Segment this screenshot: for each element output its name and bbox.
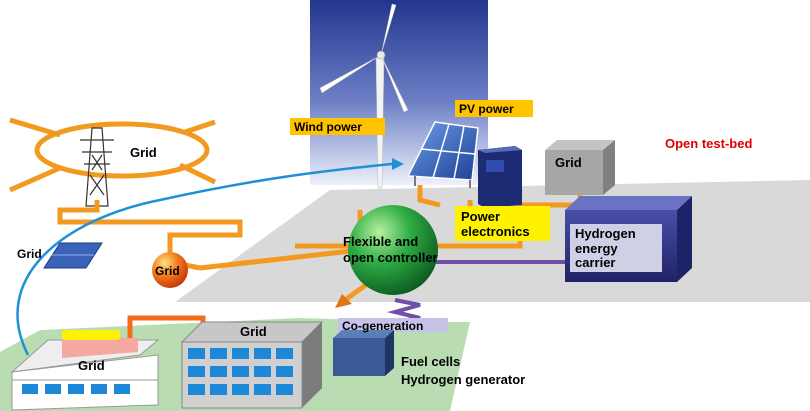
grid-cube-label: Grid	[555, 155, 582, 170]
wind-power-label-bg	[290, 118, 385, 135]
power-pylon-icon	[80, 127, 114, 207]
hydrogen-generator-label: Hydrogen generator	[401, 372, 525, 387]
controller-label-line1: Flexible and	[343, 234, 418, 249]
controller-label-line2: open controller	[343, 250, 438, 265]
communication-line	[16, 162, 393, 356]
wind-turbine-icon	[319, 3, 409, 189]
power-electronics-label-line1: Power	[461, 209, 500, 224]
hydrogen-carrier-box	[565, 196, 692, 282]
cogeneration-label: Co-generation	[342, 319, 423, 333]
building-icon	[180, 321, 324, 409]
solar-panel-icon	[406, 121, 479, 188]
cogeneration-label-bg	[338, 318, 448, 332]
grid-ring	[8, 117, 217, 193]
fuel-cells-label: Fuel cells	[401, 354, 460, 369]
power-electronics-label-line2: electronics	[461, 224, 530, 239]
power-electronics-cabinet-icon	[478, 146, 522, 208]
house-icon	[10, 330, 160, 411]
hydrogen-label-line3: carrier	[575, 255, 615, 270]
grid-house-label: Grid	[78, 358, 105, 373]
open-test-bed-label: Open test-bed	[665, 136, 752, 151]
hydrogen-label-line2: energy	[575, 241, 618, 256]
pv-power-label: PV power	[459, 102, 514, 116]
pv-power-label-bg	[455, 100, 533, 117]
grid-cube-icon	[545, 140, 615, 195]
grid-panel-label: Grid	[17, 247, 42, 261]
grid-ball-icon	[152, 252, 188, 288]
controller-sphere	[348, 205, 438, 295]
communication-arrowhead	[392, 158, 404, 170]
grid-ring-label: Grid	[130, 145, 157, 160]
fuel-cell-box-icon	[333, 330, 394, 376]
grid-ball-label: Grid	[155, 264, 180, 278]
hydrogen-label-line1: Hydrogen	[575, 226, 636, 241]
wind-power-label: Wind power	[294, 120, 362, 134]
grid-building-label: Grid	[240, 324, 267, 339]
power-electronics-label-bg	[455, 206, 550, 241]
